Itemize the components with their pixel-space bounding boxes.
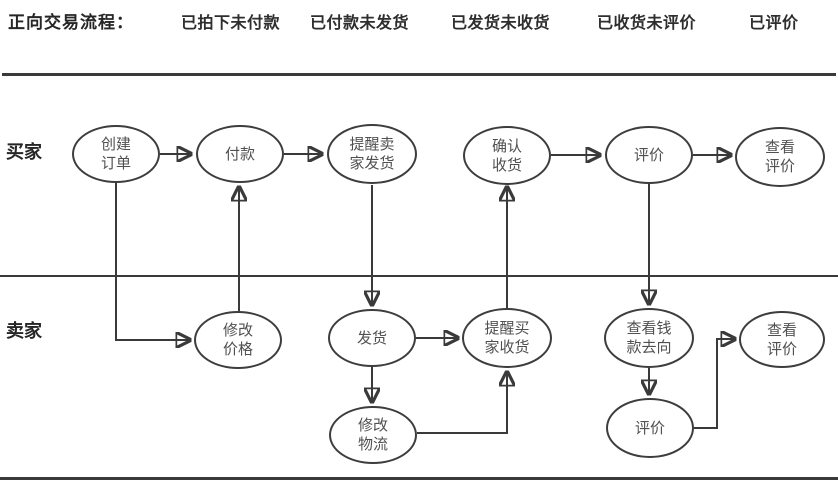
diagram-title: 正向交易流程：	[8, 13, 134, 32]
status-label-paid-unshipped: 已付款未发货	[310, 15, 410, 32]
node-review-buyer: 评价	[605, 126, 693, 184]
status-label-reviewed: 已评价	[749, 15, 799, 32]
lane-label-buyer: 买家	[6, 142, 42, 162]
node-pay: 付款	[196, 125, 284, 183]
node-view-review-seller: 查看 评价	[739, 311, 825, 368]
header-divider-line	[2, 73, 836, 76]
node-modify-logistics: 修改 物流	[329, 406, 417, 464]
lane-label-seller: 卖家	[6, 321, 42, 341]
node-review-seller: 评价	[606, 398, 694, 458]
status-label-received-unreviewed: 已收货未评价	[597, 15, 697, 32]
node-ship: 发货	[328, 309, 416, 367]
connector-modify-logistics-to-remind-buyer-receive	[417, 372, 507, 434]
connector-review-seller-to-view-review-seller	[694, 339, 735, 429]
node-confirm-receipt: 确认 收货	[463, 126, 551, 185]
status-label-ordered-unpaid: 已拍下未付款	[181, 15, 281, 32]
node-modify-price: 修改 价格	[194, 311, 282, 369]
node-remind-seller-ship: 提醒卖 家发货	[327, 124, 417, 184]
lane-divider-line	[0, 275, 838, 277]
connector-create-order-to-modify-price	[115, 183, 190, 340]
status-label-shipped-unreceived: 已发货未收货	[451, 15, 551, 32]
node-view-review-buyer: 查看 评价	[735, 127, 825, 187]
node-create-order: 创建 订单	[72, 125, 160, 183]
node-remind-buyer-receive: 提醒买 家收货	[462, 308, 552, 368]
node-view-money-flow: 查看钱 款去向	[604, 308, 694, 368]
bottom-border-line	[0, 477, 838, 480]
